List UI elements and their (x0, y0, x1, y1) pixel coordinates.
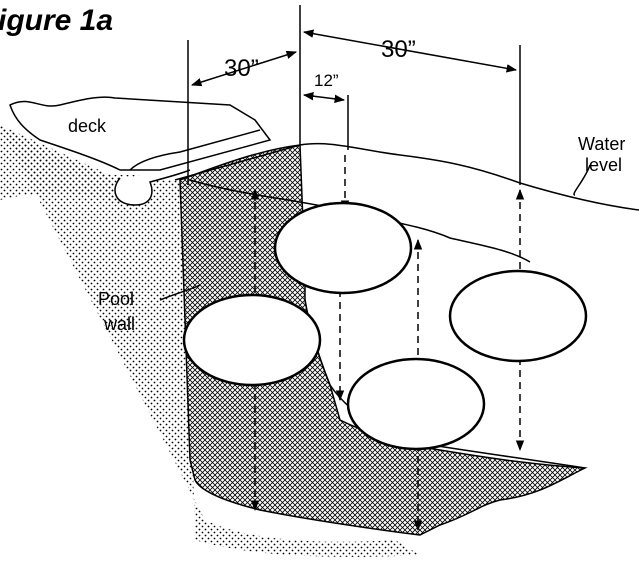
deck-edge (129, 129, 261, 171)
deck-label: deck (68, 116, 107, 136)
water-level-label-2: level (585, 155, 622, 175)
deck-top (9, 96, 272, 171)
deck (9, 96, 301, 206)
dim-arrow-left-30 (190, 50, 298, 87)
water-level-label-1: Water (578, 134, 625, 154)
jet-ellipse-upper-left (273, 201, 413, 295)
figure-title: igure 1a (0, 4, 113, 37)
deck-top-line (174, 144, 301, 181)
soil-stipple-left (0, 125, 120, 205)
dim-label-12: 12” (314, 71, 339, 90)
water-surface (299, 142, 639, 211)
pool-wall-label-1: Pool (98, 289, 134, 309)
dim-arrow-12 (302, 92, 346, 103)
jet-ellipse-lower-mid (346, 357, 486, 451)
soil-stipple (0, 125, 420, 557)
dim-label-left-30: 30” (224, 55, 259, 82)
jet-ellipse-lower-left (182, 293, 322, 387)
pool-wall-leader (159, 284, 201, 301)
dim-label-right-30: 30” (381, 36, 416, 63)
dim-arrow-right-30 (302, 29, 518, 73)
pool-wall-label-2: wall (103, 314, 135, 334)
jet-ellipse-right (448, 269, 588, 363)
water-level-leader (573, 164, 591, 196)
deck-coping (114, 169, 191, 206)
